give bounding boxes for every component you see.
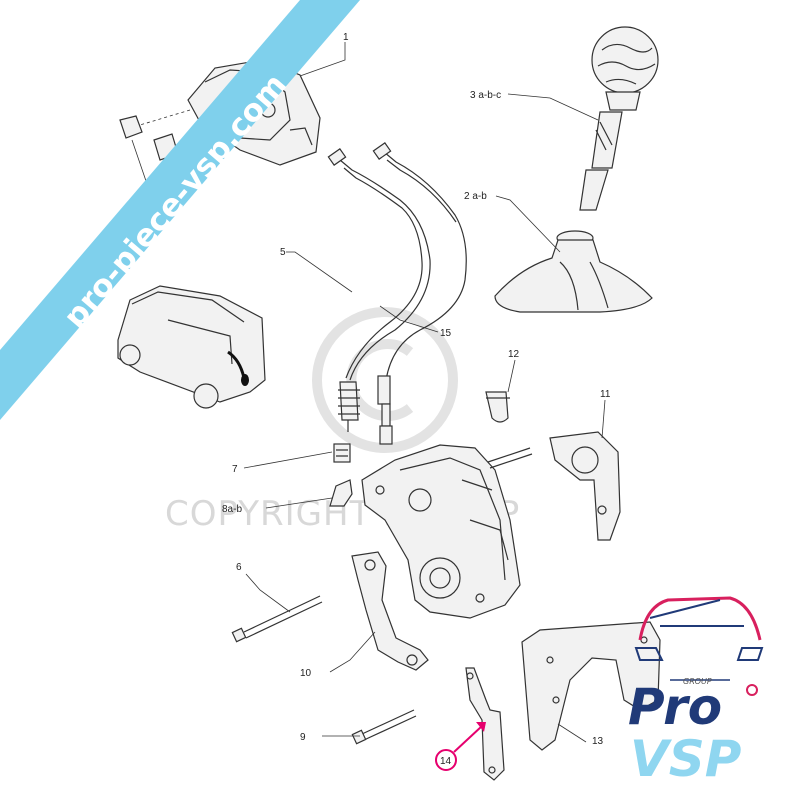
callout-1: 1 <box>343 32 349 43</box>
callout-14: 14 <box>440 756 452 767</box>
pro-vsp-logo: GROUP Pro VSP <box>628 596 764 788</box>
part-11-bracket <box>549 431 621 541</box>
logo-vsp-text: VSP <box>630 730 741 788</box>
callout-3: 3 a-b-c <box>470 90 501 101</box>
callout-15: 15 <box>440 328 452 339</box>
callout-12: 12 <box>508 349 520 360</box>
parts-5-15-gear-cables <box>327 142 467 445</box>
part-12-cable-clip <box>485 391 510 423</box>
callout-8: 8a-b <box>222 504 242 515</box>
parts-7-8-cable-brackets <box>329 443 353 507</box>
callout-5: 5 <box>280 247 286 258</box>
callout-2: 2 a-b <box>464 191 487 202</box>
logo-pro-text: Pro <box>628 678 722 736</box>
callout-9: 9 <box>300 732 306 743</box>
highlight-callout-14: 14 <box>435 722 486 771</box>
gearbox-assembly <box>361 444 533 619</box>
vehicle-thumbnail <box>117 285 266 409</box>
callout-13: 13 <box>592 736 604 747</box>
callout-labels: 1 3 a-b-c 2 a-b 5 15 12 11 7 8a-b 6 10 9… <box>222 32 611 747</box>
part-10-lever-bracket <box>351 551 429 671</box>
callout-11: 11 <box>600 389 611 400</box>
callout-leaders <box>243 42 606 743</box>
part-3-gear-lever <box>579 26 659 211</box>
callout-6: 6 <box>236 562 242 573</box>
callout-7: 7 <box>232 464 238 475</box>
callout-10: 10 <box>300 668 312 679</box>
parts-6-9-bolts <box>231 595 417 745</box>
logo-group-text: GROUP <box>683 677 712 686</box>
part-2-gear-gaiter <box>494 230 653 313</box>
part-13-main-bracket <box>521 621 661 751</box>
